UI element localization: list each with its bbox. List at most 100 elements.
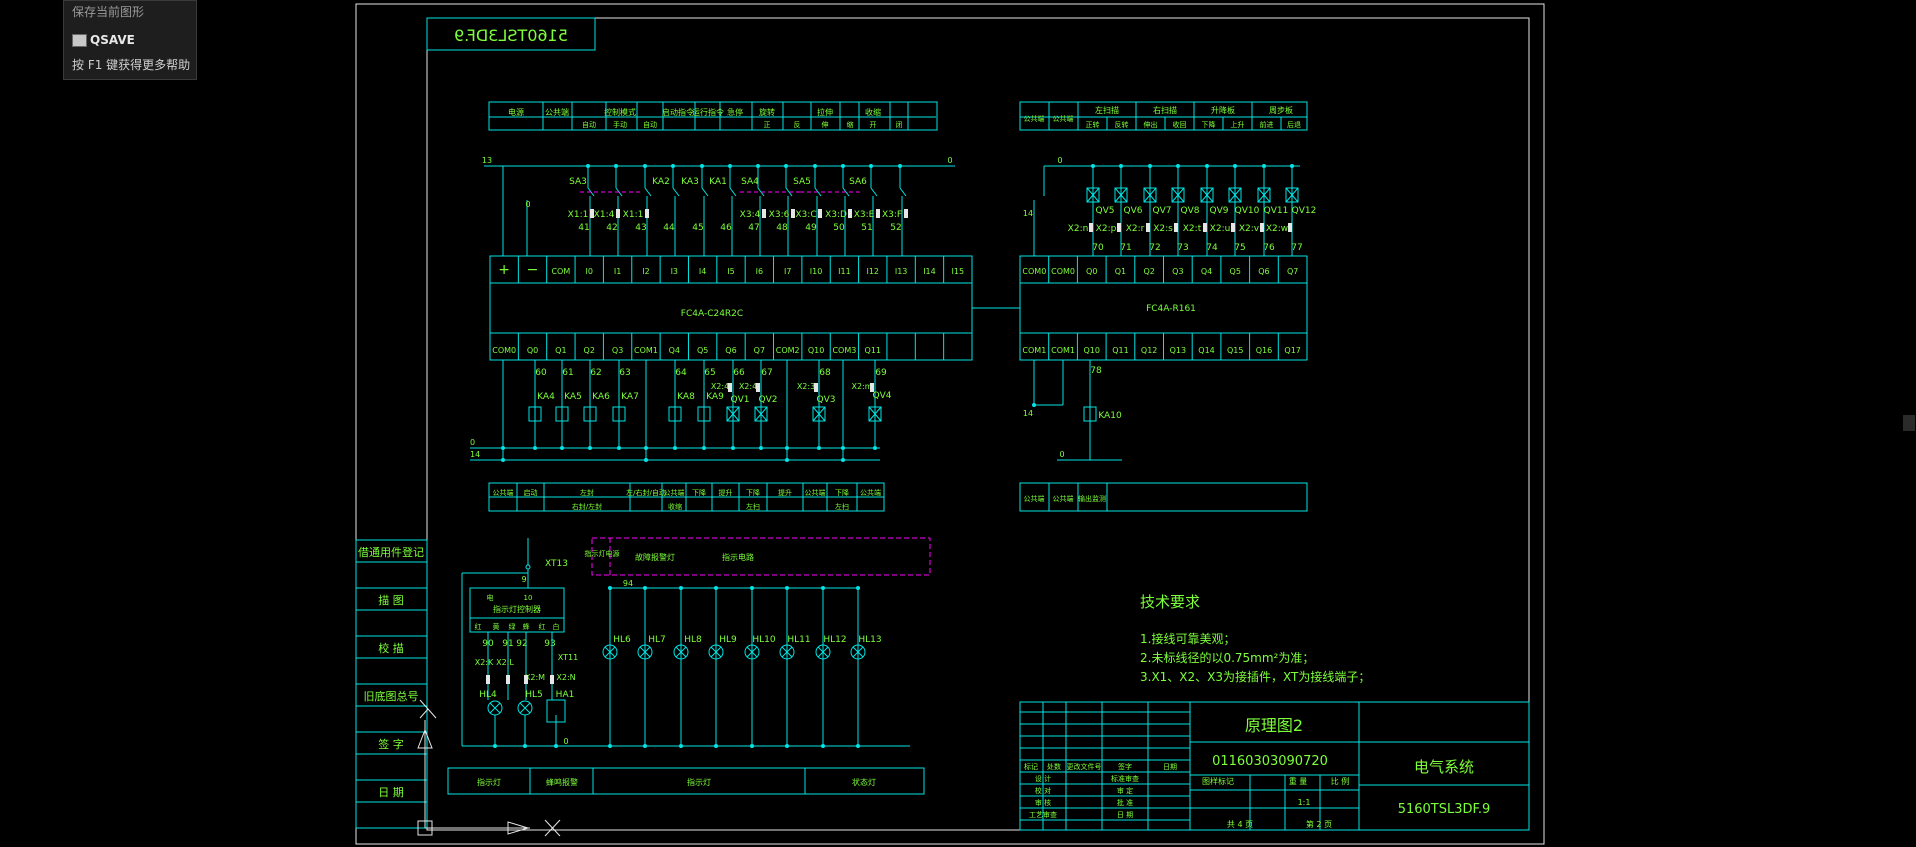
- ucs-x-mark: [544, 819, 561, 837]
- left-margin-label: 描 图: [378, 593, 404, 607]
- ext-output-device: KA10: [1098, 411, 1122, 421]
- signature-role: 设 计: [1035, 774, 1051, 783]
- plc-main-output-terminal: Q1: [555, 346, 566, 355]
- module-pin: 黄: [493, 622, 500, 631]
- valve-label: QV6: [1124, 206, 1143, 216]
- main-header-label: 运行指令: [692, 107, 724, 117]
- bus-dot: [873, 446, 877, 450]
- ext-output-wire-number: 78: [1090, 366, 1102, 376]
- lamp-connector: X2:M: [525, 673, 545, 682]
- indicator-lamp-cross: [781, 646, 793, 658]
- ext-header-label: 公共端: [1024, 114, 1045, 123]
- output-device-label: KA6: [592, 392, 610, 402]
- lamp-label: 94: [623, 579, 633, 588]
- indicator-lamp: [850, 644, 866, 660]
- plc-ext-model: FC4A-R161: [1146, 304, 1196, 314]
- bus-dot: [1032, 403, 1036, 407]
- solenoid-valve-diag: [868, 406, 882, 422]
- input-device-label: SA6: [849, 177, 867, 187]
- ext-header-label: 升降板: [1211, 105, 1235, 115]
- bus-dot: [644, 458, 648, 462]
- plc-ext-output-terminal: Q16: [1256, 346, 1272, 355]
- indicator-lamp: [602, 644, 618, 660]
- bus-dot: [554, 744, 558, 748]
- drawing-code: 01160303090720: [1212, 754, 1328, 769]
- module-pin: 白: [553, 622, 560, 631]
- revision-header: 日期: [1163, 763, 1177, 771]
- connector-plug: [550, 675, 554, 684]
- plc-main-input-terminal: I11: [838, 267, 851, 276]
- module-pin: 红: [475, 622, 482, 631]
- connector-plug: [876, 209, 880, 218]
- output-connector: X2:4: [739, 382, 757, 391]
- bus-label: 0: [1057, 156, 1062, 165]
- indicator-lamp-label: HL10: [752, 635, 776, 645]
- valve-label: QV1: [731, 395, 750, 405]
- solenoid-valve-diag: [726, 406, 740, 422]
- tech-requirement-item: 2.未标线径的以0.75mm²为准；: [1140, 650, 1314, 665]
- valve-connector: X2:v: [1239, 224, 1260, 234]
- plc-main-output-terminal: Q7: [754, 346, 765, 355]
- input-device-label: KA2: [652, 177, 670, 187]
- bus-dot: [731, 446, 735, 450]
- connector-plug: [524, 675, 528, 684]
- relay-coil: [668, 406, 682, 422]
- switch-blade: [644, 187, 652, 197]
- lamp-connector: X2:N: [556, 673, 575, 682]
- footer-sublabel: 收缩: [668, 502, 682, 511]
- plc-ext-output-terminal: Q5: [1230, 267, 1241, 276]
- lamp-power-label: 指示灯电源: [585, 549, 620, 558]
- valve-wire-number: 71: [1120, 243, 1131, 253]
- bus-label: 0: [525, 200, 530, 209]
- bus-label: 0: [947, 156, 952, 165]
- solenoid-valve: [1171, 187, 1185, 203]
- plc-main-output-terminal: Q5: [697, 346, 708, 355]
- input-device-label: KA1: [709, 177, 727, 187]
- lamp-hl4: HL4: [479, 690, 497, 700]
- command-tooltip: 保存当前图形 QSAVE 按 F1 键获得更多帮助: [63, 0, 197, 80]
- plc-ext-output-terminal: Q10: [1084, 346, 1100, 355]
- vertical-scrollbar-thumb[interactable]: [1903, 415, 1915, 431]
- revision-header: 处数: [1047, 762, 1061, 771]
- input-wire-number: 42: [606, 223, 617, 233]
- plc-ext-output-terminal: Q2: [1143, 267, 1154, 276]
- signature-role: 批 准: [1117, 798, 1133, 807]
- bus-dot: [523, 744, 527, 748]
- indicator-lamp-label: HL11: [787, 635, 810, 645]
- connector-plug: [1288, 223, 1292, 232]
- main-header-sublabel: 开: [870, 121, 877, 129]
- lamp-power-sublabel: 故障报警灯: [635, 552, 675, 562]
- valve-label: QV5: [1096, 206, 1115, 216]
- solenoid-valve: [812, 406, 826, 422]
- plc-ext-output-terminal: Q6: [1258, 267, 1269, 276]
- connector-plug: [645, 209, 649, 218]
- output-wire-number: 64: [675, 368, 687, 378]
- ext-header-sublabel: 反转: [1115, 120, 1129, 129]
- connector-plug: [1174, 223, 1178, 232]
- solenoid-valve: [1143, 187, 1157, 203]
- signature-role: 校 对: [1035, 786, 1051, 795]
- plc-main-output-terminal: Q3: [612, 346, 623, 355]
- connector-plug: [616, 209, 620, 218]
- footer-label: 左/右封/自动: [626, 488, 666, 497]
- output-device-label: KA7: [621, 392, 639, 402]
- indicator-lamp-hl4-cross: [489, 702, 501, 714]
- indicator-lamp: [673, 644, 689, 660]
- footer-label: 启动: [524, 488, 538, 497]
- stage-label: 重 量: [1289, 776, 1308, 786]
- indicator-lamp: [744, 644, 760, 660]
- output-device-label: KA9: [706, 392, 724, 402]
- lamp-wire-number: 93: [544, 639, 555, 649]
- plc-main-input-terminal: I6: [756, 267, 763, 276]
- input-connector-label: X3:D: [825, 210, 847, 220]
- lamp-strip-label: 指示灯: [687, 777, 711, 787]
- footer-sublabel: 左扫: [835, 502, 849, 511]
- main-header-label: 急停: [727, 107, 743, 117]
- ucs-x-arrow: [507, 821, 530, 835]
- connector-plug: [762, 209, 766, 218]
- main-header-label: 旋转: [759, 107, 775, 117]
- connector-plug: [728, 383, 732, 392]
- signature-role: 工艺审查: [1029, 810, 1057, 819]
- connector-plug: [870, 383, 874, 392]
